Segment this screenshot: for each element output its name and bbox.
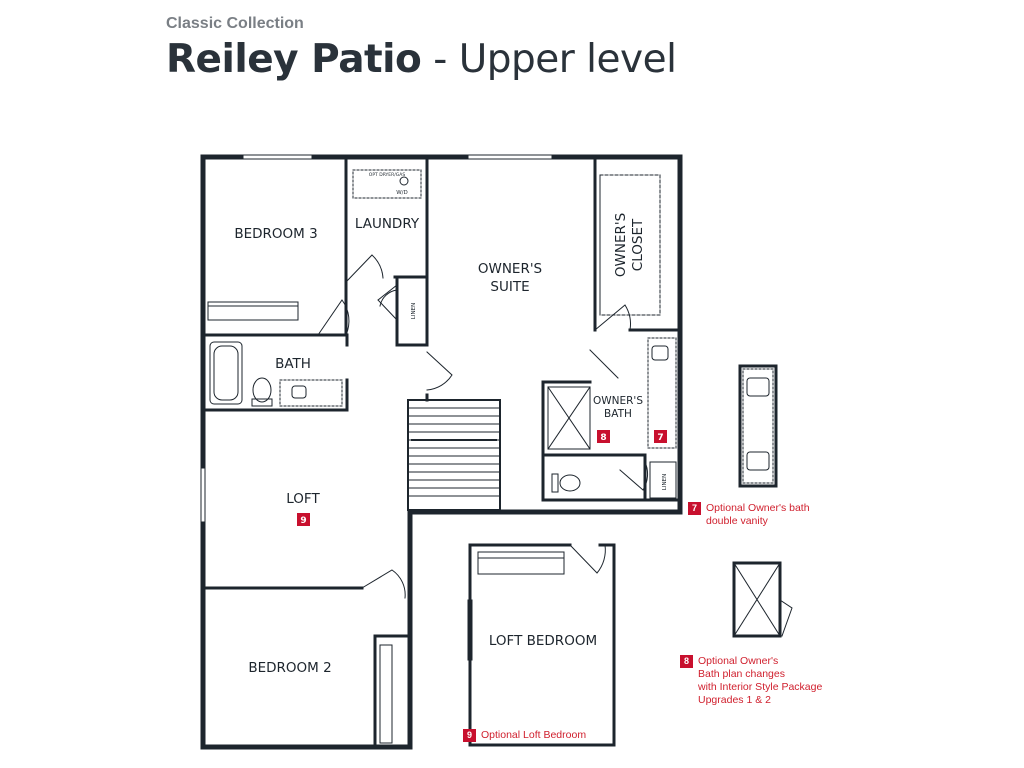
plan-title: Reiley Patio - Upper level	[166, 37, 677, 82]
exterior-wall	[200, 154, 683, 750]
room-owners-suite-1: OWNER'S	[478, 261, 542, 277]
collection-label: Classic Collection	[166, 15, 304, 32]
room-bath: BATH	[275, 356, 311, 372]
plan-name: Reiley Patio	[166, 37, 422, 82]
note-7-line-2: double vanity	[706, 515, 768, 527]
note-8-line-1: Optional Owner's	[698, 655, 779, 667]
plan-level: - Upper level	[421, 37, 677, 82]
note-8-line-4: Upgrades 1 & 2	[698, 694, 771, 706]
room-owners-closet-2: CLOSET	[630, 218, 646, 271]
room-owners-bath-1: OWNER'S	[593, 395, 643, 407]
room-loft-bedroom: LOFT BEDROOM	[489, 633, 597, 649]
room-owners-suite-2: SUITE	[490, 279, 529, 295]
wd-label: W/D	[396, 190, 408, 196]
room-loft: LOFT	[286, 491, 320, 507]
loft-option-badge	[297, 513, 310, 526]
note-8-badge: 8	[680, 655, 693, 668]
loft-option-badge-number: 9	[300, 516, 306, 526]
linen-label-bath: LINEN	[662, 474, 668, 490]
note-8-line-2: Bath plan changes	[698, 668, 785, 680]
room-bedroom-2: BEDROOM 2	[248, 660, 331, 676]
loft-bedroom-wall	[468, 543, 616, 747]
note-9-line-1: Optional Loft Bedroom	[481, 729, 587, 741]
room-owners-closet-1: OWNER'S	[613, 213, 629, 277]
linen-label-upper: LINEN	[411, 303, 417, 319]
opt-dryer-label: OPT DRYER/GAS	[369, 172, 406, 178]
note-7-badge: 7	[688, 502, 701, 515]
owners-bath-option-badge-7	[654, 430, 667, 443]
note-7-line-1: Optional Owner's bath	[706, 502, 810, 514]
room-laundry: LAUNDRY	[355, 216, 420, 232]
owners-bath-option-badge-8	[597, 430, 610, 443]
owners-bath-option-badge-7-number: 7	[657, 433, 663, 443]
note-9-badge: 9	[463, 729, 476, 742]
room-owners-bath-2: BATH	[604, 408, 632, 420]
note-loft-bedroom: 9 Optional Loft Bedroom	[463, 729, 586, 742]
note-8-line-3: with Interior Style Package	[698, 681, 823, 693]
room-bedroom-3: BEDROOM 3	[234, 226, 317, 242]
owners-bath-option-badge-8-number: 8	[600, 433, 606, 443]
